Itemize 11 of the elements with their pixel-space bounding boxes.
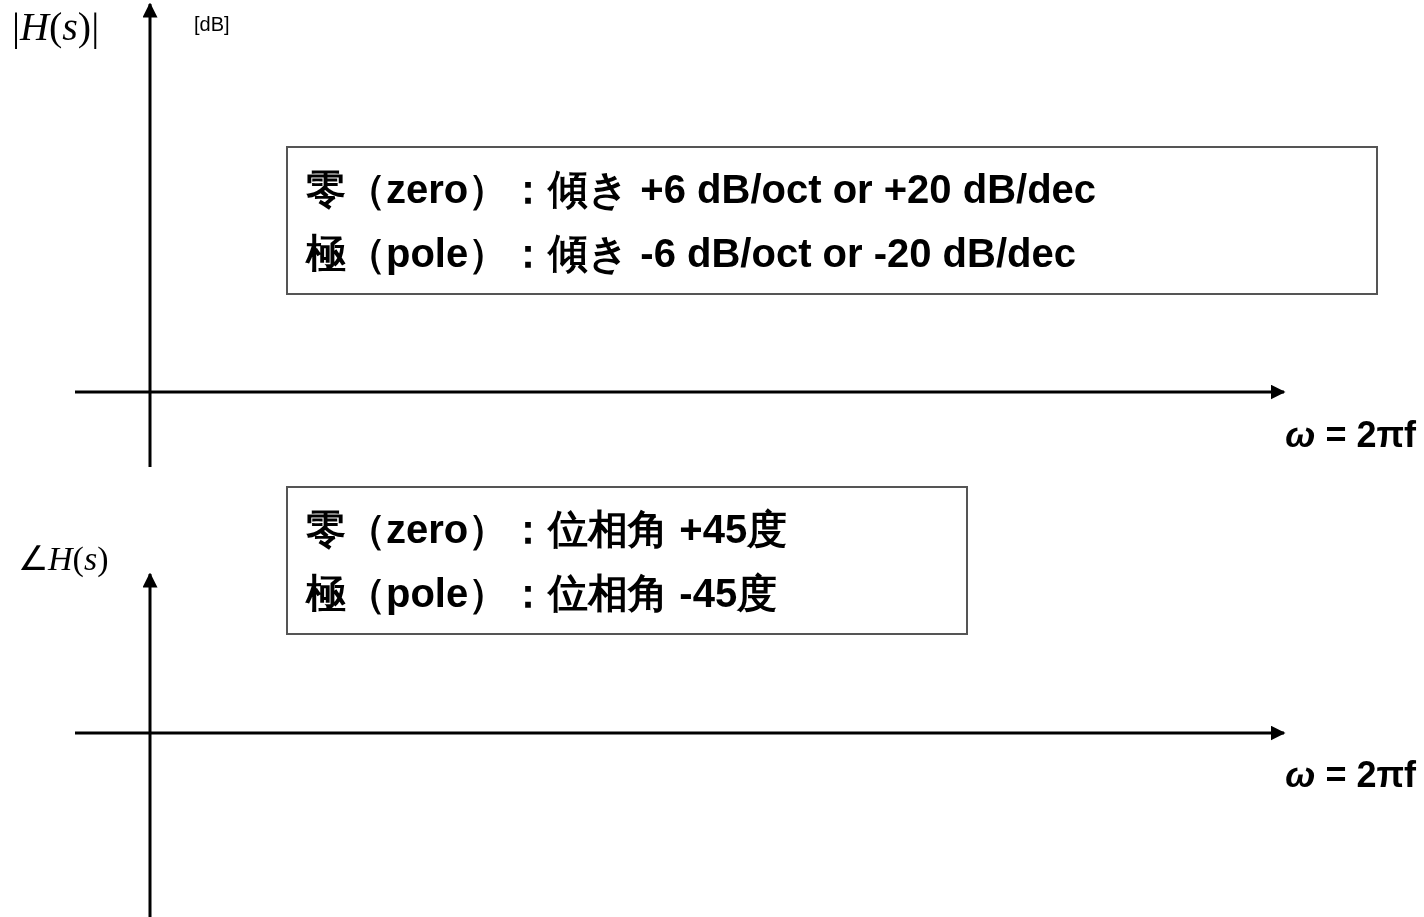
box-text: 零（zero）：傾き +6 dB/oct or +20 dB/dec xyxy=(306,165,1098,213)
text-box xyxy=(286,486,968,635)
box-text: 極（pole）：位相角 -45度 xyxy=(306,569,779,617)
axis-label: |H(s)| xyxy=(12,3,100,51)
text-box xyxy=(286,146,1378,295)
axis-label: ω = 2πf xyxy=(1285,753,1416,797)
unit-label: [dB] xyxy=(194,12,230,37)
axis-label: ω = 2πf xyxy=(1285,413,1416,457)
axis-label: ∠H(s) xyxy=(18,539,109,579)
box-text: 極（pole）：傾き -6 dB/oct or -20 dB/dec xyxy=(306,229,1077,277)
box-text: 零（zero）：位相角 +45度 xyxy=(306,505,789,553)
